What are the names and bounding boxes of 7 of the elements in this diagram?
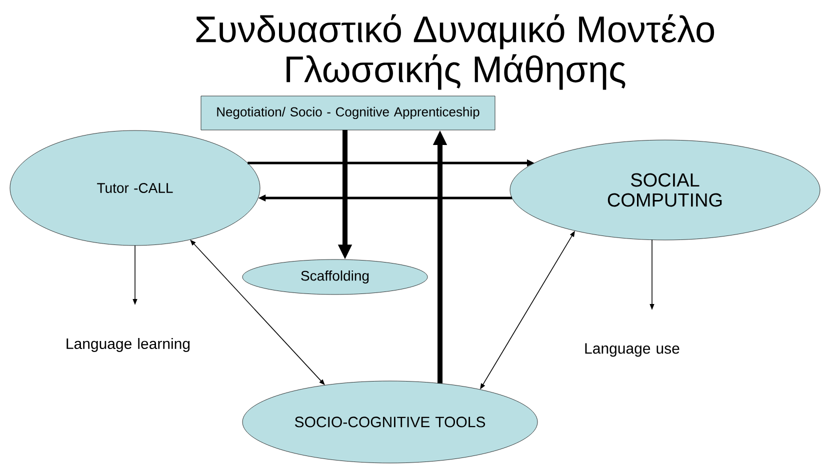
outcome-text: Language learning [66, 338, 190, 352]
ellipse-node: SOCIAL COMPUTING [510, 140, 820, 240]
ellipse-node: SOCIO-COGNITIVE TOOLS [242, 380, 538, 464]
outcome-text: Language use [585, 343, 680, 357]
ellipse-node: Scaffolding [242, 259, 428, 295]
title: Συνδυαστικό Δυναμικό Μοντέλο Γλωσσικής Μάθησης [196, 14, 714, 90]
process-box: Negotiation/ Socio - Cognitive Apprenticeship [200, 96, 496, 130]
